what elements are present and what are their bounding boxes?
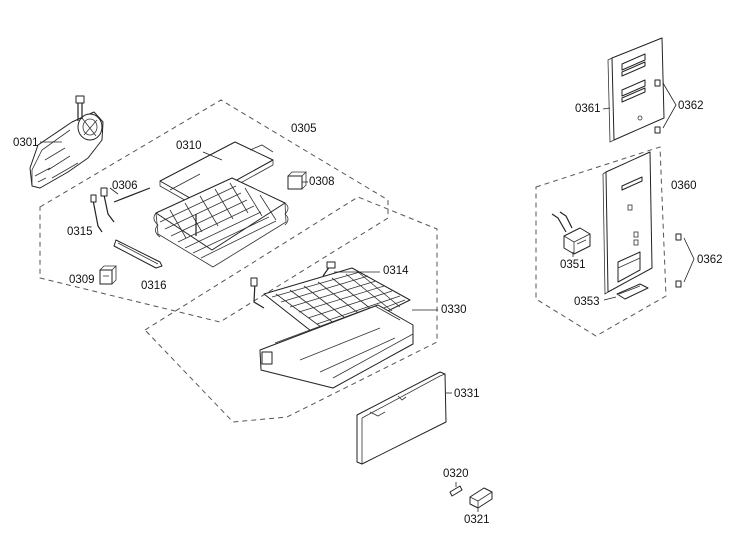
label-0306: 0306 xyxy=(112,180,138,192)
label-0321: 0321 xyxy=(464,514,490,526)
label-0361: 0361 xyxy=(575,103,601,115)
part-0309-terminal xyxy=(99,265,117,285)
group-outline-0305 xyxy=(39,99,389,323)
label-0310: 0310 xyxy=(176,140,202,152)
part-0308-clip xyxy=(287,171,307,190)
part-0314-rack xyxy=(250,261,411,343)
group-outline-0360 xyxy=(535,146,667,337)
label-0314: 0314 xyxy=(383,265,409,277)
label-0353: 0353 xyxy=(574,296,600,308)
part-0353-plate xyxy=(616,283,649,300)
leader-0306 xyxy=(109,187,119,195)
part-0361-upper-panel xyxy=(607,37,665,143)
part-evaporator-coil xyxy=(153,177,289,268)
label-0305: 0305 xyxy=(291,123,317,135)
part-0320-pin xyxy=(449,485,463,497)
part-0362-screws-lower xyxy=(675,233,695,288)
part-0316-rod xyxy=(113,239,163,269)
label-0315: 0315 xyxy=(67,226,93,238)
label-0309: 0309 xyxy=(69,274,95,286)
part-0331-front-panel xyxy=(356,371,447,465)
part-0362-screws-upper xyxy=(654,79,677,134)
label-0330: 0330 xyxy=(441,304,467,316)
label-0301: 0301 xyxy=(13,137,39,149)
part-0306-sensor xyxy=(100,187,151,223)
part-0360-lower-panel xyxy=(602,151,653,295)
part-0315-heater-wire xyxy=(90,194,103,233)
label-0351: 0351 xyxy=(560,259,586,271)
label-0320: 0320 xyxy=(443,468,469,480)
part-0330-tray xyxy=(259,304,414,389)
label-0360: 0360 xyxy=(671,180,697,192)
leader-0310 xyxy=(202,151,223,161)
leader-0361 xyxy=(602,107,611,110)
leader-0353 xyxy=(603,296,617,301)
label-0362-upper: 0362 xyxy=(678,100,704,112)
label-0331: 0331 xyxy=(454,388,480,400)
part-0351-connector xyxy=(551,211,591,255)
label-0308: 0308 xyxy=(309,176,335,188)
part-0301-fan-housing xyxy=(29,95,104,189)
label-0316: 0316 xyxy=(141,280,167,292)
label-0362-lower: 0362 xyxy=(697,254,723,266)
part-0321-cap xyxy=(469,487,493,509)
